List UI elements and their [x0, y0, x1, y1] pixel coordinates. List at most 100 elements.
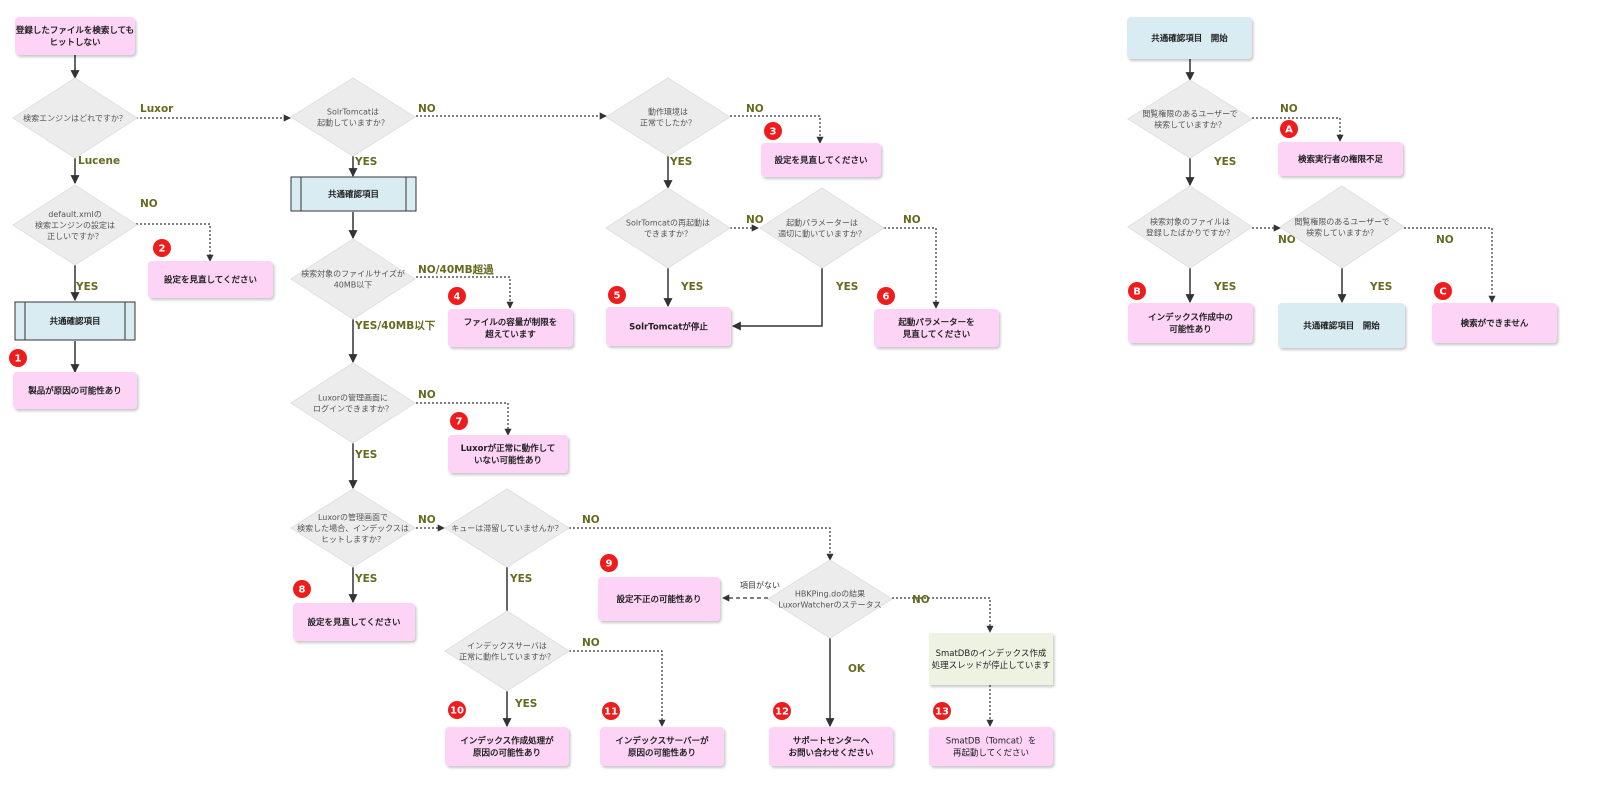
node-text-line: 閲覧権限のあるユーザーで: [1294, 217, 1389, 227]
node-text-line: 検索エンジンはどれですか？: [23, 113, 127, 123]
node-text-line: 起動パラメーターは: [786, 219, 858, 228]
node-text-line: 共通確認項目: [49, 316, 100, 327]
badge-label: A: [1285, 125, 1293, 136]
node-r2: 設定を見直してください: [148, 261, 273, 298]
decision-diamond: [444, 610, 570, 692]
label-env-yes: YES: [669, 156, 692, 168]
badge-label: C: [1439, 287, 1446, 298]
label-hbk-noitem: 項目がない: [740, 580, 780, 590]
badge-a: A: [1280, 120, 1298, 138]
badge-circle: [450, 412, 468, 430]
badge-1: 1: [9, 349, 27, 367]
badge-label: 4: [454, 292, 461, 303]
decision-diamond: [767, 559, 893, 639]
rect-pink-box: [874, 309, 999, 347]
badge-circle: [293, 580, 311, 598]
badge-9: 9: [600, 554, 618, 572]
label-indexserver-yes: YES: [514, 698, 537, 710]
node-text-line: 検索していますか？: [1154, 120, 1226, 130]
badge-label: 5: [614, 291, 621, 302]
edge-login-no: [416, 402, 512, 436]
rect-pink-box: [1278, 142, 1403, 176]
label-queue-no: NO: [582, 514, 600, 526]
node-text-line: SolrTomcatの再起動は: [626, 219, 710, 228]
node-text-line: 40MB以下: [334, 281, 373, 290]
badge-label: 13: [935, 707, 949, 718]
edge-param-yes: [731, 268, 823, 331]
rect-pink-box: [769, 727, 893, 766]
node-text-line: 共通確認項目: [328, 189, 379, 200]
decision-diamond: [290, 362, 416, 444]
badge-circle: [877, 287, 895, 305]
decision-diamond: [12, 184, 138, 266]
badge-label: 9: [606, 559, 613, 570]
node-text-line: 原因の可能性あり: [473, 748, 541, 759]
node-text-line: 検索した場合、インデックスは: [297, 523, 409, 533]
node-text-line: 閲覧権限のあるユーザーで: [1142, 109, 1237, 119]
node-text-line: 設定不正の可能性あり: [616, 594, 701, 605]
node-text-line: 可能性あり: [1169, 324, 1212, 335]
node-text-line: インデックス作成中の: [1148, 312, 1233, 323]
node-text-line: 登録したファイルを検索しても: [15, 25, 134, 36]
node-text-line: 製品が原因の可能性あり: [27, 386, 122, 397]
connectors: [70, 55, 1496, 728]
badge-8: 8: [293, 580, 311, 598]
label-perm1-no: NO: [1280, 103, 1298, 115]
node-text-line: 正常でしたか？: [640, 119, 696, 128]
edge-defaultxml-no: [136, 223, 214, 262]
edge-env-no: [730, 115, 824, 144]
badge-12: 12: [773, 702, 791, 720]
node-text-line: インデックスサーバは: [467, 641, 547, 651]
badge-5: 5: [608, 286, 626, 304]
rect-green-box: [929, 633, 1053, 685]
node-text-line: 原因の可能性あり: [628, 748, 696, 759]
badge-label: 6: [883, 292, 890, 303]
node-rC: 検索ができません: [1432, 303, 1557, 343]
rect-pink-box: [15, 17, 135, 55]
label-luxorsearch-no: NO: [418, 514, 436, 526]
node-text-line: 動作環境は: [648, 107, 688, 117]
badge-label: 8: [299, 585, 306, 596]
badge-3: 3: [764, 122, 782, 140]
node-text-line: Luxorの管理画面に: [318, 393, 388, 403]
node-text-line: Luxorの管理画面で: [318, 512, 388, 522]
node-rA: 検索実行者の権限不足: [1278, 142, 1403, 176]
edge-labels: Luxor Lucene NO YES NO YES NO/40MB超過 YES…: [75, 103, 1454, 710]
label-luxor: Luxor: [140, 103, 174, 115]
badge-label: 11: [604, 707, 618, 718]
badge-b: B: [1128, 282, 1146, 300]
edge-queue-no: [569, 527, 834, 561]
process-box: [14, 301, 136, 341]
node-d-engine: 検索エンジンはどれですか？: [12, 77, 138, 159]
node-text-line: キューは滞留していませんか？: [451, 523, 563, 533]
node-text-line: ファイルの容量が制限を: [464, 317, 558, 328]
decision-diamond: [605, 187, 731, 269]
edge-hbk-no: [892, 597, 994, 633]
node-text-line: 設定を見直してください: [164, 275, 257, 286]
node-text-line: 見直してください: [902, 329, 971, 340]
badge-circle: [1434, 282, 1452, 300]
decision-diamond: [759, 187, 885, 269]
label-restart-yes: YES: [680, 281, 703, 293]
node-text-line: 処理スレッドが停止しています: [932, 660, 1051, 671]
rect-pink-box: [606, 307, 731, 346]
edge-indexserver-no: [569, 650, 666, 727]
badge-circle: [764, 122, 782, 140]
node-text-line: 正しいですか？: [47, 232, 103, 241]
label-filesize-no: NO/40MB超過: [418, 263, 494, 276]
rect-blue-box: [1278, 303, 1405, 348]
badge-7: 7: [450, 412, 468, 430]
node-r5: SolrTomcatが停止: [606, 307, 731, 346]
badge-circle: [153, 239, 171, 257]
node-text-line: インデックス作成処理が: [460, 736, 554, 747]
